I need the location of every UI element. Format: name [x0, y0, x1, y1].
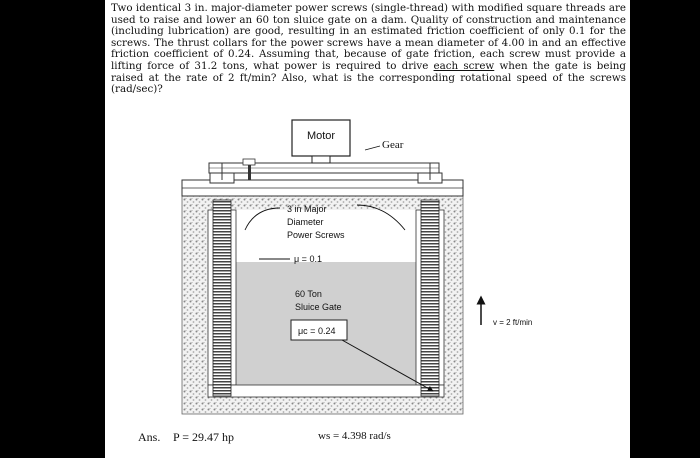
problem-underlined-text: each screw — [433, 59, 495, 72]
gear-label: Gear — [382, 139, 404, 151]
problem-text-part-1: Two identical 3 in. major-diameter power… — [111, 2, 626, 72]
problem-statement: Two identical 3 in. major-diameter power… — [111, 2, 627, 96]
screw-leader-left — [244, 207, 281, 231]
inner-channel — [236, 210, 416, 262]
screw-label-line-1: 3 in Major — [287, 204, 327, 214]
screw-leader-right — [356, 204, 406, 231]
screw-label-line-3: Power Screws — [287, 230, 345, 240]
sluice-gate-diagram: Motor Gear 3 in Major Diameter Power Scr… — [181, 119, 532, 415]
collar-pointer-arrow — [341, 339, 434, 392]
channel-floor — [207, 384, 445, 398]
velocity-label: v = 2 ft/min — [493, 318, 532, 327]
answer-rotational-speed: ws = 4.398 rad/s — [318, 430, 391, 442]
left-power-screw — [212, 199, 232, 397]
motor-label: Motor — [307, 130, 335, 142]
gear-leader-line — [364, 145, 381, 151]
motor-coupling — [311, 155, 331, 164]
friction-coefficient-label: μ = 0.1 — [294, 254, 322, 264]
answer-prefix: Ans. — [138, 430, 161, 444]
gate-label-line-2: Sluice Gate — [295, 302, 342, 312]
right-power-screw — [420, 199, 440, 397]
problem-text-part-2: when the gate is being raised at the rat… — [111, 59, 627, 96]
screw-label-line-2: Diameter — [287, 217, 324, 227]
gate-label-line-1: 60 Ton — [295, 289, 322, 299]
motor-box — [291, 119, 351, 157]
answer-power: P = 29.47 hp — [173, 430, 234, 444]
collar-friction-box — [290, 319, 348, 341]
collar-friction-label: μc = 0.24 — [298, 326, 335, 336]
document-page: Two identical 3 in. major-diameter power… — [105, 0, 630, 458]
gate-label-background — [290, 283, 353, 315]
